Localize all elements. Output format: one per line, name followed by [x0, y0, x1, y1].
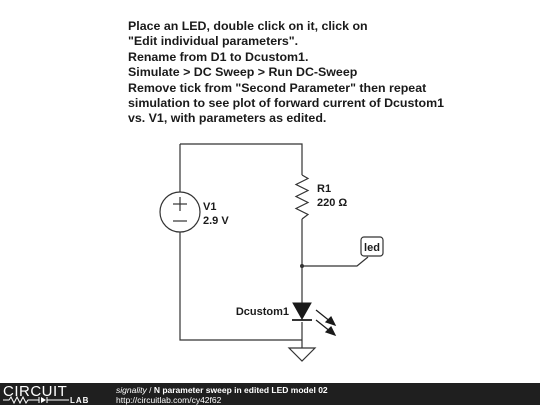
instruction-line: Place an LED, double click on it, click … [128, 19, 368, 33]
circuit-url[interactable]: http://circuitlab.com/cy42f62 [116, 395, 222, 405]
led-name-label: Dcustom1 [236, 306, 289, 318]
instructions-text: Place an LED, double click on it, click … [128, 19, 444, 127]
junction-dot [300, 264, 304, 268]
probe-label: led [364, 242, 380, 254]
instruction-line: Remove tick from "Second Parameter" then… [128, 80, 427, 95]
resistor-value-label: 220 Ω [317, 197, 347, 209]
resistor-r1[interactable] [294, 174, 310, 220]
logo-waveform-icon [3, 396, 69, 404]
circuit-title[interactable]: N parameter sweep in edited LED model 02 [153, 385, 328, 395]
led-emission-arrows-icon [315, 309, 337, 337]
circuitlab-logo-lab: LAB [70, 396, 90, 405]
instruction-line: vs. V1, with parameters as edited. [128, 111, 327, 126]
voltage-source-v1[interactable] [159, 191, 201, 233]
footer-bar: CIRCUIT LAB signality / N parameter swee… [0, 383, 540, 405]
wire-top [180, 143, 303, 175]
wire-left [179, 144, 302, 341]
instruction-line: simulation to see plot of forward curren… [128, 96, 444, 111]
ground-icon [287, 347, 317, 362]
instruction-line: "Edit individual parameters". [128, 34, 299, 49]
source-value-label: 2.9 V [203, 215, 229, 227]
author-link[interactable]: signality [116, 385, 147, 395]
instruction-line: Rename from D1 to Dcustom1. [128, 49, 309, 64]
title-separator: / [146, 385, 154, 395]
probe-led[interactable] [360, 236, 384, 257]
wire-probe [302, 256, 369, 267]
source-name-label: V1 [203, 201, 216, 213]
instruction-line: Simulate > DC Sweep > Run DC-Sweep [128, 65, 358, 80]
led-dcustom1[interactable] [292, 302, 312, 321]
circuit-title-line: signality / N parameter sweep in edited … [116, 385, 328, 395]
circuitlab-logo: CIRCUIT [3, 383, 68, 400]
circuit-schematic: V1 2.9 V R1 220 Ω led Dcustom1 [159, 143, 384, 362]
resistor-name-label: R1 [317, 183, 331, 195]
